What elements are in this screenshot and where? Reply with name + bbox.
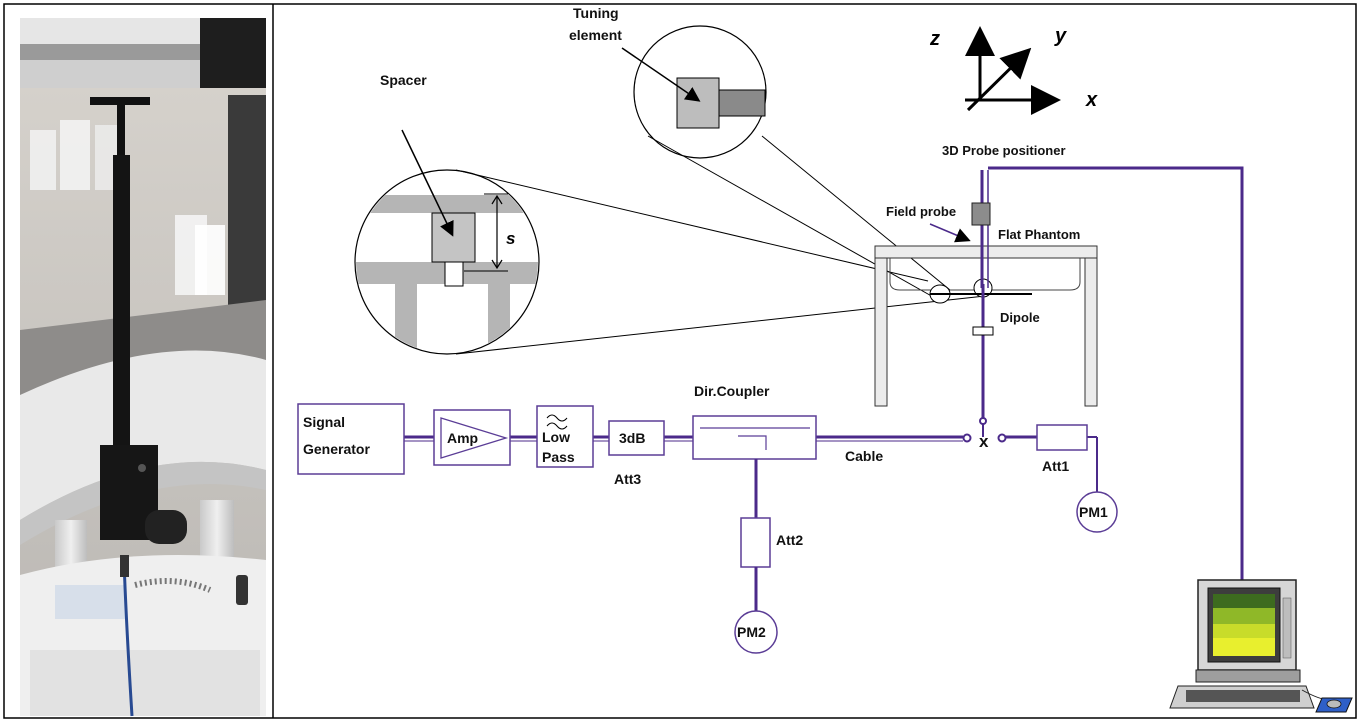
cable-label: Cable — [845, 448, 883, 464]
computer-icon — [1169, 579, 1353, 713]
pm1-label: PM1 — [1079, 504, 1108, 520]
axes-icon: z y x — [929, 25, 1098, 115]
spacer-label: Spacer — [380, 72, 427, 88]
att1-label: Att1 — [1042, 458, 1069, 474]
probe-positioner-label: 3D Probe positioner — [942, 143, 1066, 158]
tuning-element-magnifier: Tuning element — [569, 5, 951, 299]
flat-phantom-label: Flat Phantom — [998, 227, 1080, 242]
axis-y-label: y — [1054, 25, 1067, 47]
dir-coupler-label: Dir.Coupler — [694, 383, 770, 399]
measurement-schematic: z y x Tuning element — [297, 5, 1353, 713]
low-pass-line1: Low — [542, 429, 570, 445]
dipole-label: Dipole — [1000, 310, 1040, 325]
att3-label: Att3 — [614, 471, 641, 487]
field-probe-label: Field probe — [886, 204, 956, 219]
spacing-label: s — [506, 229, 515, 248]
tuning-element-label-line2: element — [569, 27, 622, 43]
setup-photo — [20, 18, 266, 717]
att2-label: Att2 — [776, 532, 803, 548]
signal-generator-line2: Generator — [303, 441, 370, 457]
amp-label: Amp — [447, 430, 478, 446]
attenuator-3db-label: 3dB — [619, 430, 645, 446]
signal-generator-line1: Signal — [303, 414, 345, 430]
low-pass-line2: Pass — [542, 449, 575, 465]
field-probe: Field probe 3D Probe positioner — [886, 143, 1066, 288]
axis-z-label: z — [929, 28, 940, 50]
dipole-assembly: Dipole — [929, 278, 1040, 418]
positioner-cable — [988, 166, 1244, 582]
connector-x-label: x — [979, 432, 989, 451]
axis-x-label: x — [1085, 89, 1098, 111]
flat-phantom-table: Flat Phantom — [874, 227, 1098, 407]
pm2-label: PM2 — [737, 624, 766, 640]
signal-chain: Signal Generator Amp Low Pass 3dB Att3 D… — [297, 383, 1118, 654]
tuning-element-label-line1: Tuning — [573, 5, 619, 21]
spacer-magnifier: Spacer s — [354, 72, 986, 355]
